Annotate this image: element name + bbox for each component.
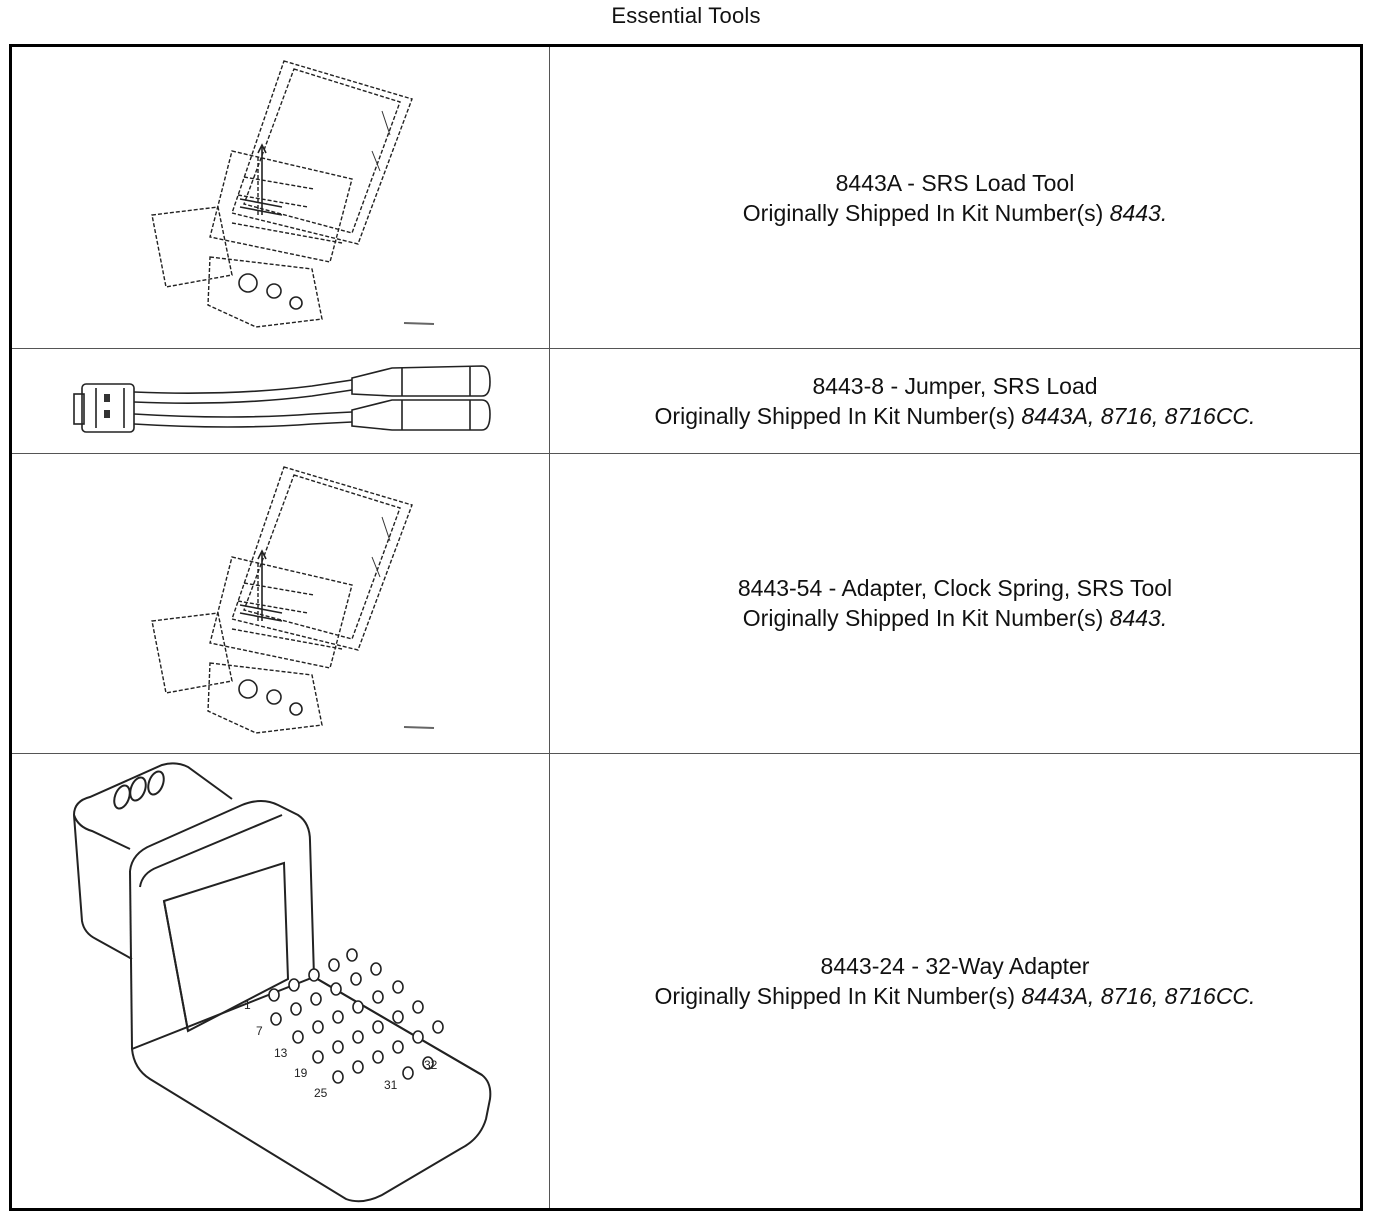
srs-jumper-illustration (73, 365, 491, 433)
pin-label: 7 (256, 1024, 263, 1038)
kit-numbers: 8443. (1109, 199, 1168, 226)
kit-line: Originally Shipped In Kit Number(s) 8443… (743, 603, 1167, 633)
pin-label: 25 (314, 1086, 328, 1100)
kit-prefix: Originally Shipped In Kit Number(s) (742, 605, 1104, 631)
tool-description: 8443-8 - Jumper, SRS Load Originally Shi… (550, 348, 1360, 453)
kit-line: Originally Shipped In Kit Number(s) 8443… (655, 981, 1256, 1011)
table-row: 1 7 13 19 25 31 32 8443-24 - 32-Way Adap… (12, 753, 1360, 1208)
tool-name: 8443-24 - 32-Way Adapter (820, 952, 1090, 979)
pin-label: 1 (244, 998, 251, 1012)
tool-description: 8443-54 - Adapter, Clock Spring, SRS Too… (550, 453, 1360, 753)
table-row: 8443A - SRS Load Tool Originally Shipped… (12, 47, 1360, 349)
kit-line: Originally Shipped In Kit Number(s) 8443… (743, 198, 1167, 228)
kit-numbers: 8443A, 8716, 8716CC. (1021, 982, 1256, 1009)
tool-image-cell (12, 47, 550, 348)
essential-tools-table: 8443A - SRS Load Tool Originally Shipped… (9, 44, 1363, 1211)
tool-name: 8443-8 - Jumper, SRS Load (812, 372, 1098, 399)
pin-label: 13 (274, 1046, 288, 1060)
table-row: 8443-54 - Adapter, Clock Spring, SRS Too… (12, 453, 1360, 754)
pin-label: 31 (384, 1078, 398, 1092)
srs-load-tool-illustration (151, 466, 435, 734)
pin-label: 19 (294, 1066, 308, 1080)
tool-image-cell (12, 348, 550, 453)
tool-name: 8443-54 - Adapter, Clock Spring, SRS Too… (737, 575, 1173, 601)
kit-prefix: Originally Shipped In Kit Number(s) (742, 199, 1104, 226)
pin-label: 32 (424, 1058, 438, 1072)
tool-name: 8443A - SRS Load Tool (835, 169, 1075, 196)
page-title: Essential Tools (611, 3, 761, 28)
kit-line: Originally Shipped In Kit Number(s) 8443… (655, 401, 1256, 431)
tool-description: 8443-24 - 32-Way Adapter Originally Ship… (550, 753, 1360, 1208)
tool-image-cell: 1 7 13 19 25 31 32 (12, 753, 550, 1208)
srs-load-tool-illustration (151, 60, 435, 328)
pin-holes (268, 948, 444, 1084)
kit-numbers: 8443. (1109, 605, 1168, 631)
kit-prefix: Originally Shipped In Kit Number(s) (654, 402, 1016, 429)
tool-description: 8443A - SRS Load Tool Originally Shipped… (550, 47, 1360, 348)
tool-image-cell (12, 453, 550, 753)
32-way-adapter-illustration: 1 7 13 19 25 31 32 (73, 762, 492, 1203)
kit-numbers: 8443A, 8716, 8716CC. (1021, 402, 1256, 429)
table-row: 8443-8 - Jumper, SRS Load Originally Shi… (12, 348, 1360, 454)
kit-prefix: Originally Shipped In Kit Number(s) (654, 982, 1016, 1009)
